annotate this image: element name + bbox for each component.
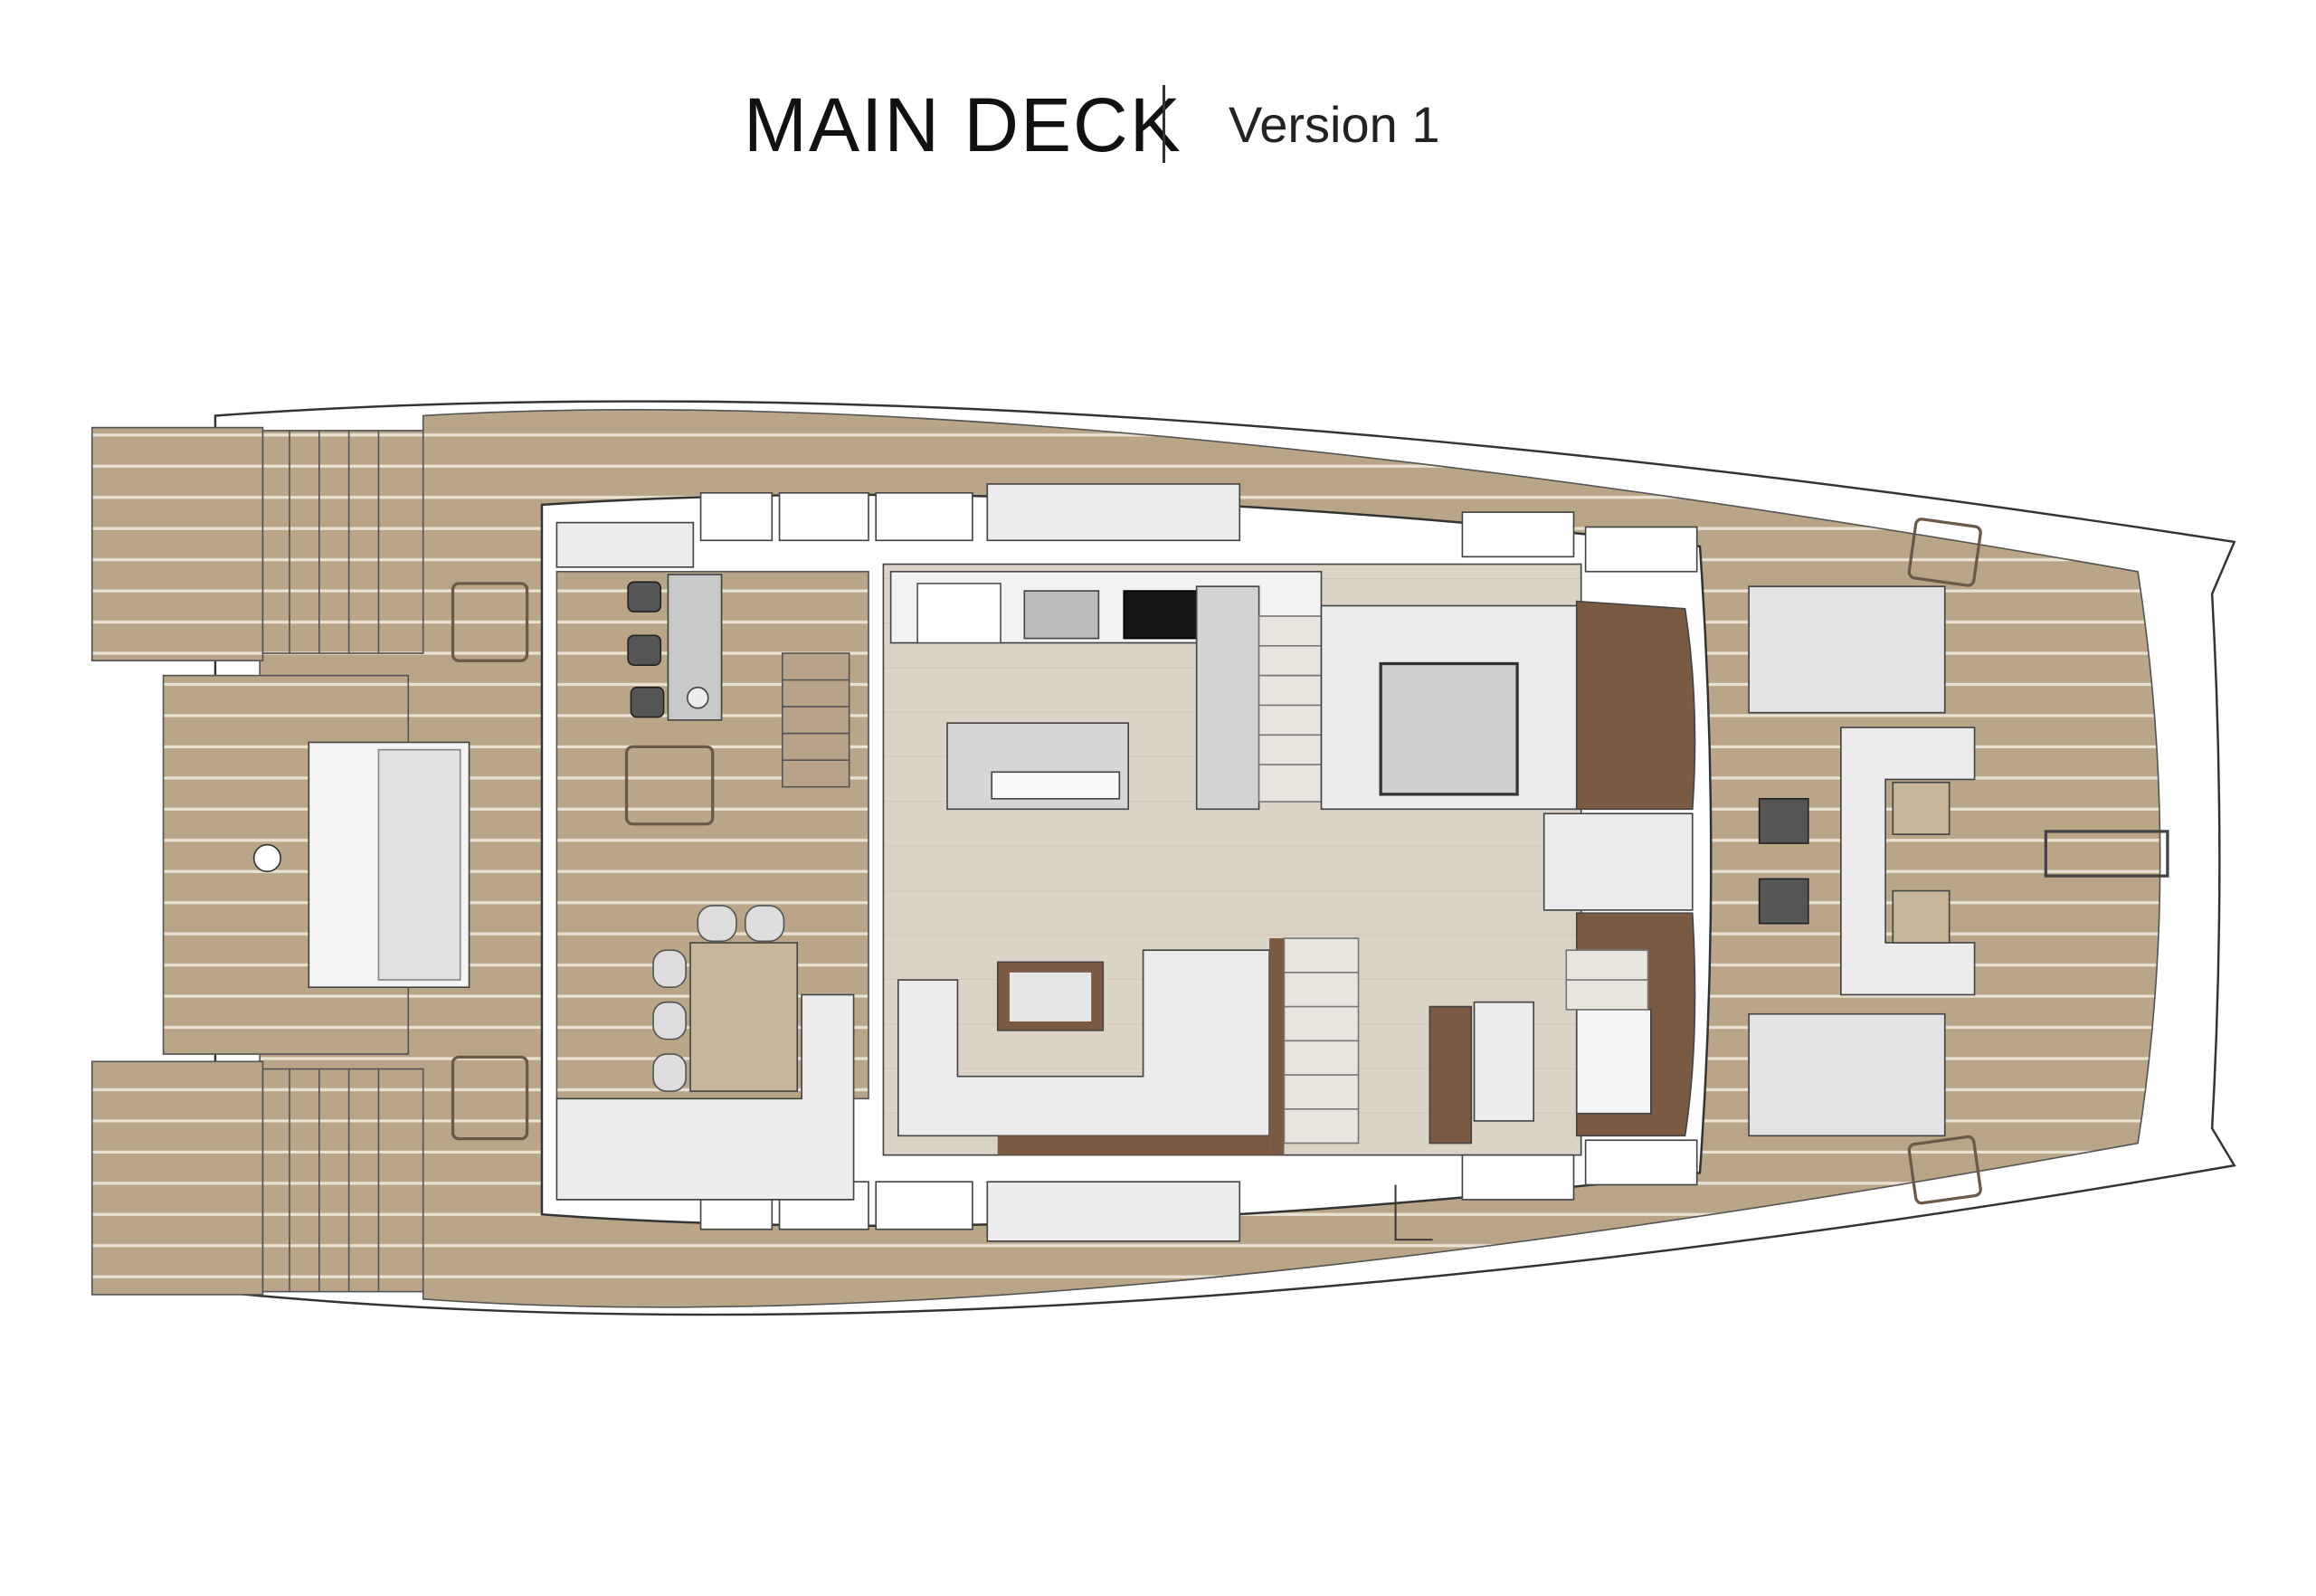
cockpit-dining-table	[689, 942, 799, 1092]
aft-steps-starboard	[261, 1068, 424, 1293]
windows-port	[699, 483, 1698, 573]
helm-station	[1542, 812, 1694, 911]
aft-sunpad-cushion	[377, 748, 461, 981]
cockpit-hatch	[624, 745, 715, 826]
title-divider	[1163, 85, 1165, 163]
salon-dining-table	[1379, 661, 1519, 796]
forward-stairs	[1258, 615, 1323, 803]
cockpit-lounge-bench	[555, 993, 855, 1201]
lounge-divider	[1269, 938, 1285, 1155]
bow-table-1	[1892, 781, 1951, 836]
galley-sink	[1023, 590, 1100, 640]
anchor-locker	[2044, 830, 2169, 878]
bow-lounge	[1840, 727, 1976, 996]
bow-sunpad-port	[1748, 585, 1946, 714]
wood-panel-forward	[1575, 600, 1696, 811]
wetbar-sink	[686, 686, 709, 709]
bow-table-2	[1892, 889, 1951, 944]
aft-steps-port	[261, 430, 424, 654]
lounge-wood-strip	[997, 1135, 1270, 1155]
bow-hatch-2	[1758, 878, 1809, 925]
cockpit-bench-port	[555, 521, 695, 568]
exit-arrow	[1394, 1184, 1433, 1241]
cockpit-hatch-3	[451, 1055, 529, 1141]
galley-side-counter	[1195, 585, 1260, 811]
bar-stools	[627, 581, 665, 718]
bow-hatch-1	[1758, 798, 1809, 844]
side-stairs	[1565, 949, 1649, 1011]
bow-hatch-port	[1907, 518, 1982, 587]
sideboard	[1429, 1005, 1473, 1145]
swim-platform-starboard	[90, 1060, 264, 1296]
swim-platform-port	[90, 426, 264, 662]
cooktop	[1123, 590, 1198, 640]
bow-hatch-starboard	[1907, 1135, 1982, 1205]
armchair	[1473, 1001, 1534, 1122]
island-sink	[991, 771, 1121, 800]
version-label: Version 1	[1229, 96, 1440, 153]
fridge	[916, 583, 1001, 644]
day-head	[1575, 1009, 1652, 1115]
bow-sunpad-starboard	[1748, 1012, 1946, 1137]
lower-stairs	[1283, 937, 1360, 1145]
coffee-table-top	[1009, 972, 1092, 1021]
dining-chairs	[652, 905, 785, 1092]
page-title: MAIN DECK	[744, 82, 1182, 167]
aft-stairs	[782, 652, 850, 788]
cockpit-hatch-2	[451, 582, 529, 662]
aft-platform	[162, 674, 410, 1055]
aft-platform-fitting	[252, 843, 281, 873]
